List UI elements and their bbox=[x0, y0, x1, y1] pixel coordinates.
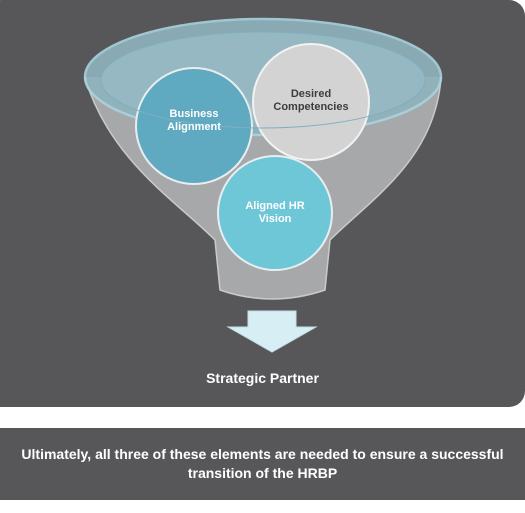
funnel-diagram bbox=[83, 17, 443, 353]
rim-overlay bbox=[100, 79, 426, 129]
circle-overlap bbox=[243, 94, 253, 126]
result-label: Strategic Partner bbox=[206, 370, 319, 386]
label-desired-competencies: Desired Competencies bbox=[273, 88, 349, 113]
caption-band: Ultimately, all three of these elements … bbox=[0, 428, 525, 500]
label-aligned-hr-vision: Aligned HR Vision bbox=[245, 200, 305, 225]
circle-desired-competencies bbox=[252, 43, 370, 161]
down-arrow-icon bbox=[226, 310, 318, 353]
label-business-alignment: Business Alignment bbox=[167, 108, 221, 133]
circle-aligned-hr-vision bbox=[217, 155, 333, 271]
caption-text: Ultimately, all three of these elements … bbox=[21, 446, 504, 481]
